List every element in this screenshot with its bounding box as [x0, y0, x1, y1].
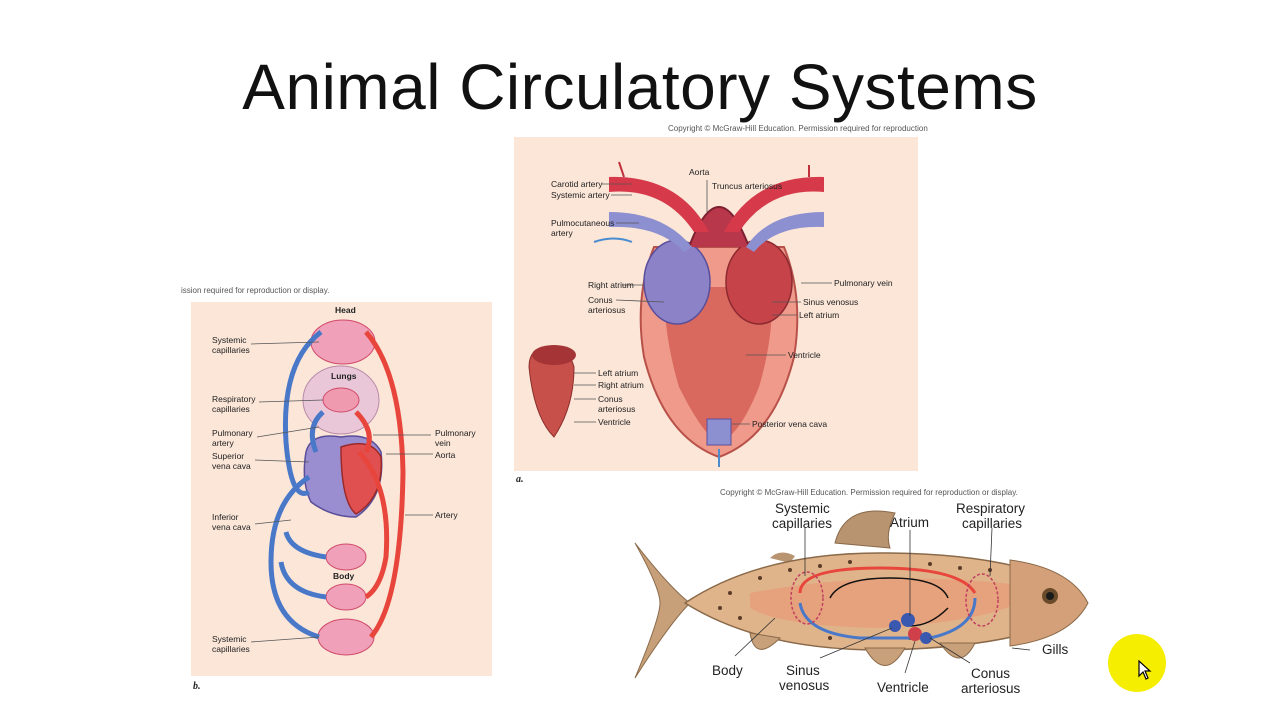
label-pulmocutaneous: Pulmocutaneous [551, 218, 614, 228]
label-respiratory: Respiratory [956, 501, 1025, 516]
label-systemic-artery: Systemic artery [551, 190, 610, 200]
label-respiratory-capillaries: capillaries [962, 516, 1022, 531]
label-inset-conus-arteriosus: arteriosus [598, 404, 635, 414]
label-inset-ventricle: Ventricle [598, 417, 631, 427]
label-inset-conus: Conus [598, 394, 623, 404]
label-systemic-capillaries-bottom-2: capillaries [212, 644, 250, 654]
label-conus-arteriosus: arteriosus [588, 305, 625, 315]
label-systemic: Systemic [775, 501, 830, 516]
label-inferior-vena-cava: Inferior [212, 512, 239, 522]
label-systemic-capillaries-top-2: capillaries [212, 345, 250, 355]
label-artery: Artery [435, 510, 458, 520]
label-inferior-vena-cava-2: vena cava [212, 522, 251, 532]
fish-circulation-figure: Systemic capillaries Atrium Respiratory … [630, 498, 1100, 700]
figure-a-copyright: Copyright © McGraw-Hill Education. Permi… [668, 124, 928, 133]
label-left-atrium: Left atrium [799, 310, 839, 320]
label-body: Body [333, 571, 355, 581]
label-ventricle: Ventricle [788, 350, 821, 360]
label-pulmonary-vein: Pulmonary [435, 428, 476, 438]
amphibian-heart-figure: Aorta Truncus arteriosus Carotid artery … [514, 137, 918, 471]
label-pulmocutaneous-artery: artery [551, 228, 573, 238]
label-systemic-capillaries: capillaries [772, 516, 832, 531]
label-respiratory-capillaries-2: capillaries [212, 404, 250, 414]
label-aorta: Aorta [689, 167, 710, 177]
label-conus: Conus [971, 666, 1010, 681]
label-superior-vena-cava-2: vena cava [212, 461, 251, 471]
label-ventricle: Ventricle [877, 680, 929, 695]
label-conus: Conus [588, 295, 613, 305]
label-inset-left-atrium: Left atrium [598, 368, 638, 378]
label-pulmonary-artery: Pulmonary [212, 428, 253, 438]
pointer-icon [1138, 660, 1152, 680]
label-truncus-arteriosus: Truncus arteriosus [712, 181, 782, 191]
label-conus-arteriosus: arteriosus [961, 681, 1021, 696]
label-systemic-capillaries-bottom: Systemic [212, 634, 247, 644]
label-respiratory-capillaries: Respiratory [212, 394, 256, 404]
label-lungs: Lungs [331, 371, 357, 381]
label-carotid-artery: Carotid artery [551, 179, 603, 189]
label-posterior-vena-cava: Posterior vena cava [752, 419, 827, 429]
figure-b-copyright: ission required for reproduction or disp… [181, 286, 329, 295]
label-atrium: Atrium [890, 515, 929, 530]
label-sinus-venosus: venosus [779, 678, 830, 693]
label-pulmonary-vein: Pulmonary vein [834, 278, 893, 288]
figure-b-letter: b. [193, 681, 201, 692]
label-pulmonary-artery-2: artery [212, 438, 234, 448]
label-sinus: Sinus [786, 663, 820, 678]
label-sinus-venosus: Sinus venosus [803, 297, 858, 307]
label-superior-vena-cava: Superior [212, 451, 244, 461]
figure-fish-copyright: Copyright © McGraw-Hill Education. Permi… [720, 488, 1018, 497]
label-right-atrium: Right atrium [588, 280, 634, 290]
label-inset-right-atrium: Right atrium [598, 380, 644, 390]
label-gills: Gills [1042, 642, 1068, 657]
label-body: Body [712, 663, 743, 678]
label-systemic-capillaries-top: Systemic [212, 335, 247, 345]
label-head: Head [335, 305, 356, 315]
label-aorta: Aorta [435, 450, 456, 460]
cursor-highlight [1108, 634, 1166, 692]
double-circulation-figure: Head Systemic capillaries Lungs Respirat… [191, 302, 492, 676]
label-pulmonary-vein-2: vein [435, 438, 451, 448]
figure-a-letter: a. [516, 474, 524, 485]
slide-title: Animal Circulatory Systems [0, 50, 1280, 124]
